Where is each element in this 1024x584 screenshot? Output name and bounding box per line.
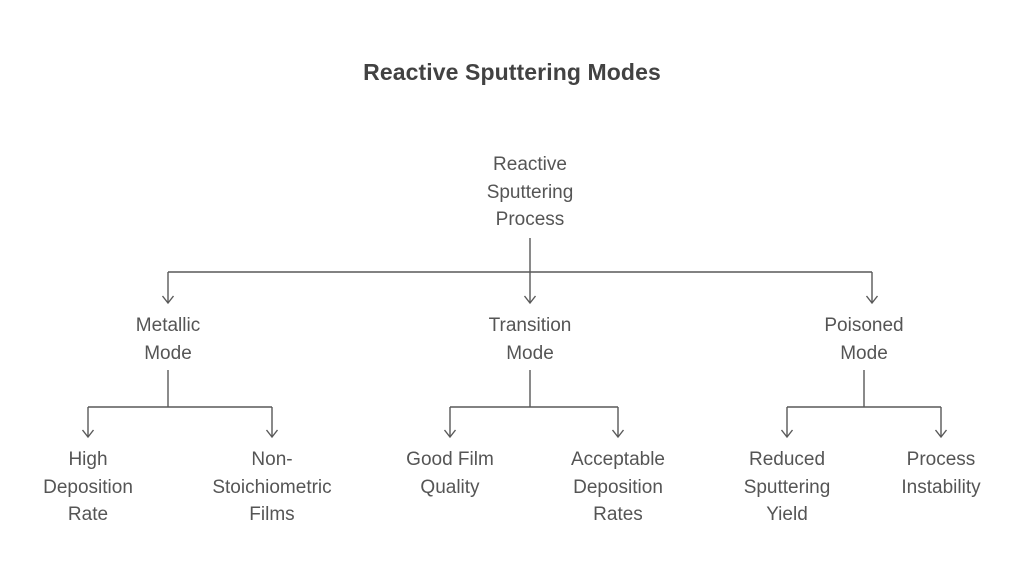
- page-title: Reactive Sputtering Modes: [363, 59, 661, 85]
- node-acceptable-deposition-rates[interactable]: Acceptable Deposition Rates: [570, 449, 665, 525]
- node-transition-mode[interactable]: Transition Mode: [488, 315, 572, 364]
- node-poisoned-mode[interactable]: Poisoned Mode: [824, 315, 904, 364]
- arrowhead-transition-mode: [523, 295, 537, 305]
- node-process-instability[interactable]: Process Instability: [901, 449, 981, 498]
- arrowhead-acceptable-deposition-rates: [611, 429, 625, 439]
- node-high-deposition-rate[interactable]: High Deposition Rate: [43, 449, 133, 525]
- arrowhead-reduced-sputtering-yield: [780, 429, 794, 439]
- node-reduced-sputtering-yield[interactable]: Reduced Sputtering Yield: [743, 449, 831, 525]
- node-metallic-mode[interactable]: Metallic Mode: [135, 315, 201, 364]
- arrowhead-metallic-mode: [161, 295, 175, 305]
- node-non-stoichiometric-films[interactable]: Non- Stoichiometric Films: [212, 449, 332, 525]
- node-good-film-quality[interactable]: Good Film Quality: [406, 449, 494, 498]
- arrowhead-process-instability: [934, 429, 948, 439]
- node-reactive-sputtering-process[interactable]: Reactive Sputtering Process: [486, 154, 574, 230]
- arrowhead-high-deposition-rate: [81, 429, 95, 439]
- arrowhead-poisoned-mode: [865, 295, 879, 305]
- arrowhead-non-stoichiometric-films: [265, 429, 279, 439]
- arrowhead-good-film-quality: [443, 429, 457, 439]
